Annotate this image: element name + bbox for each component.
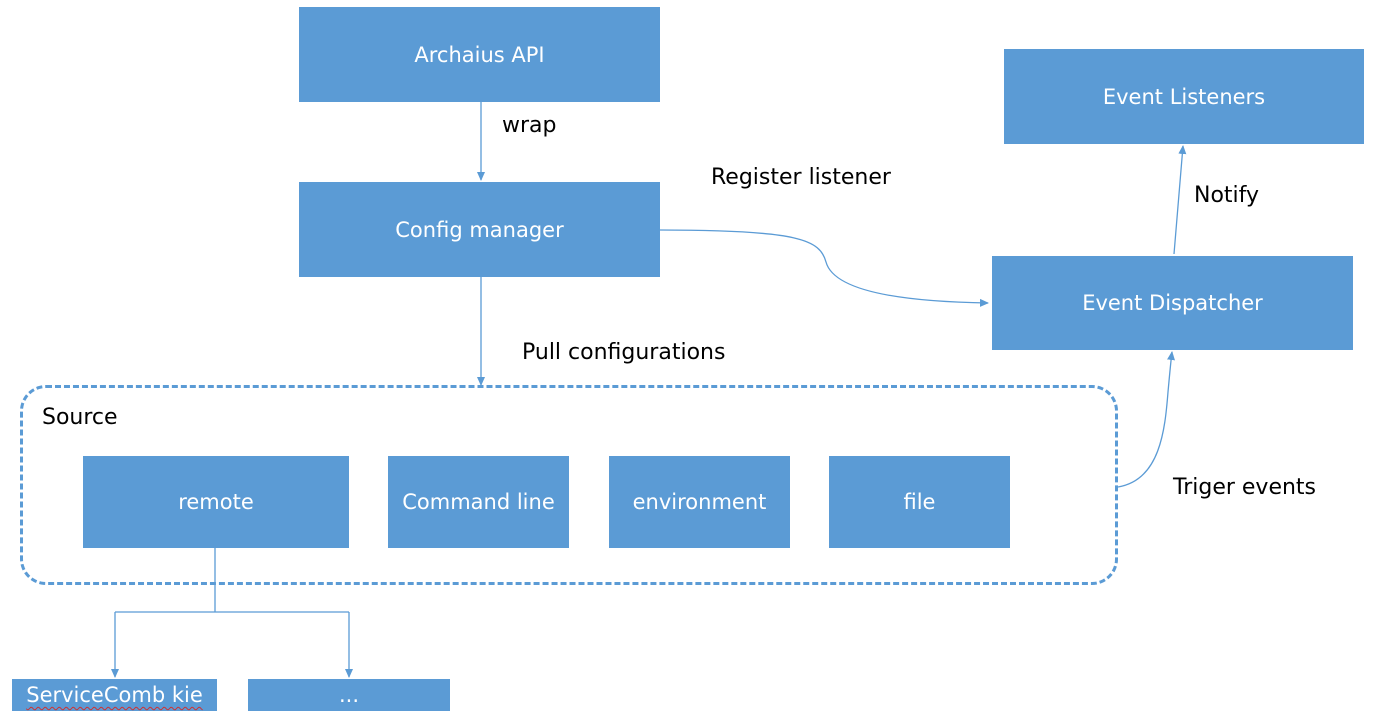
servicecomb-kie-label: ServiceComb kie xyxy=(26,683,203,707)
arrow-register-listener xyxy=(659,229,989,307)
edge-label-wrap: wrap xyxy=(502,113,557,138)
source-group-title: Source xyxy=(42,405,118,430)
source-group xyxy=(20,385,1118,585)
config-manager-node: Config manager xyxy=(299,182,660,277)
edge-label-register-listener: Register listener xyxy=(711,165,891,190)
file-node: file xyxy=(829,456,1010,548)
ellipsis-node: ... xyxy=(248,679,450,711)
environment-node: environment xyxy=(609,456,790,548)
event-listeners-node: Event Listeners xyxy=(1004,49,1364,144)
servicecomb-kie-node: ServiceComb kie xyxy=(12,679,217,711)
edge-label-triger-events: Triger events xyxy=(1173,475,1317,500)
command-line-node: Command line xyxy=(388,456,569,548)
edge-label-pull-configurations: Pull configurations xyxy=(522,340,726,365)
remote-node: remote xyxy=(83,456,349,548)
edge-label-notify: Notify xyxy=(1194,183,1260,208)
event-dispatcher-node: Event Dispatcher xyxy=(992,256,1353,350)
arrow-triger-events xyxy=(1117,351,1175,488)
arrow-notify xyxy=(1173,145,1187,255)
archaius-api-node: Archaius API xyxy=(299,7,660,102)
